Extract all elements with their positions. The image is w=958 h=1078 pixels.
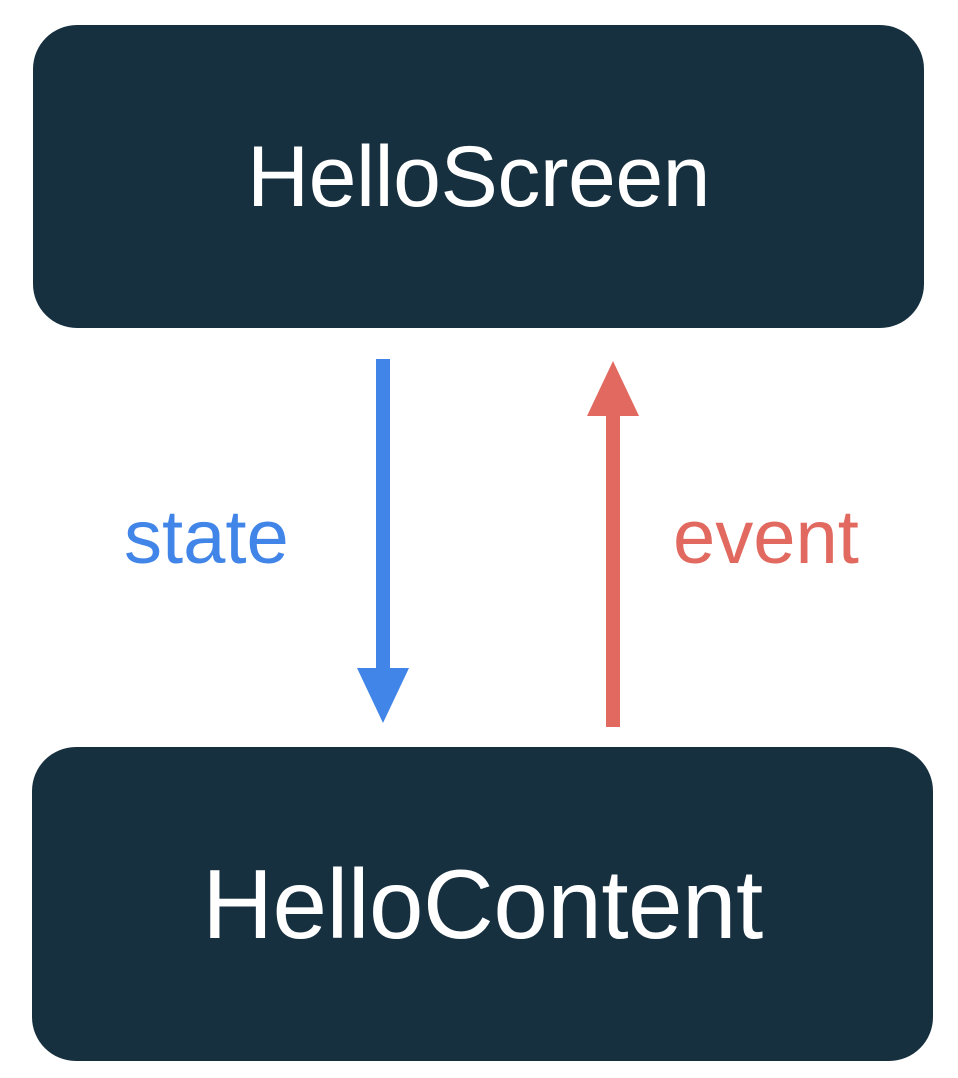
edge-label-event: event	[673, 495, 859, 580]
event-arrow-head-icon	[587, 361, 639, 416]
state-arrow-shaft	[376, 359, 390, 671]
node-hello-screen[interactable]: HelloScreen	[33, 25, 924, 328]
node-hello-screen-label: HelloScreen	[247, 128, 710, 225]
state-arrow	[357, 359, 409, 723]
state-arrow-head-icon	[357, 668, 409, 723]
event-arrow-shaft	[606, 415, 620, 727]
node-hello-content[interactable]: HelloContent	[32, 747, 933, 1061]
event-arrow	[587, 361, 639, 727]
edge-label-state: state	[124, 495, 289, 580]
node-hello-content-label: HelloContent	[202, 849, 763, 959]
